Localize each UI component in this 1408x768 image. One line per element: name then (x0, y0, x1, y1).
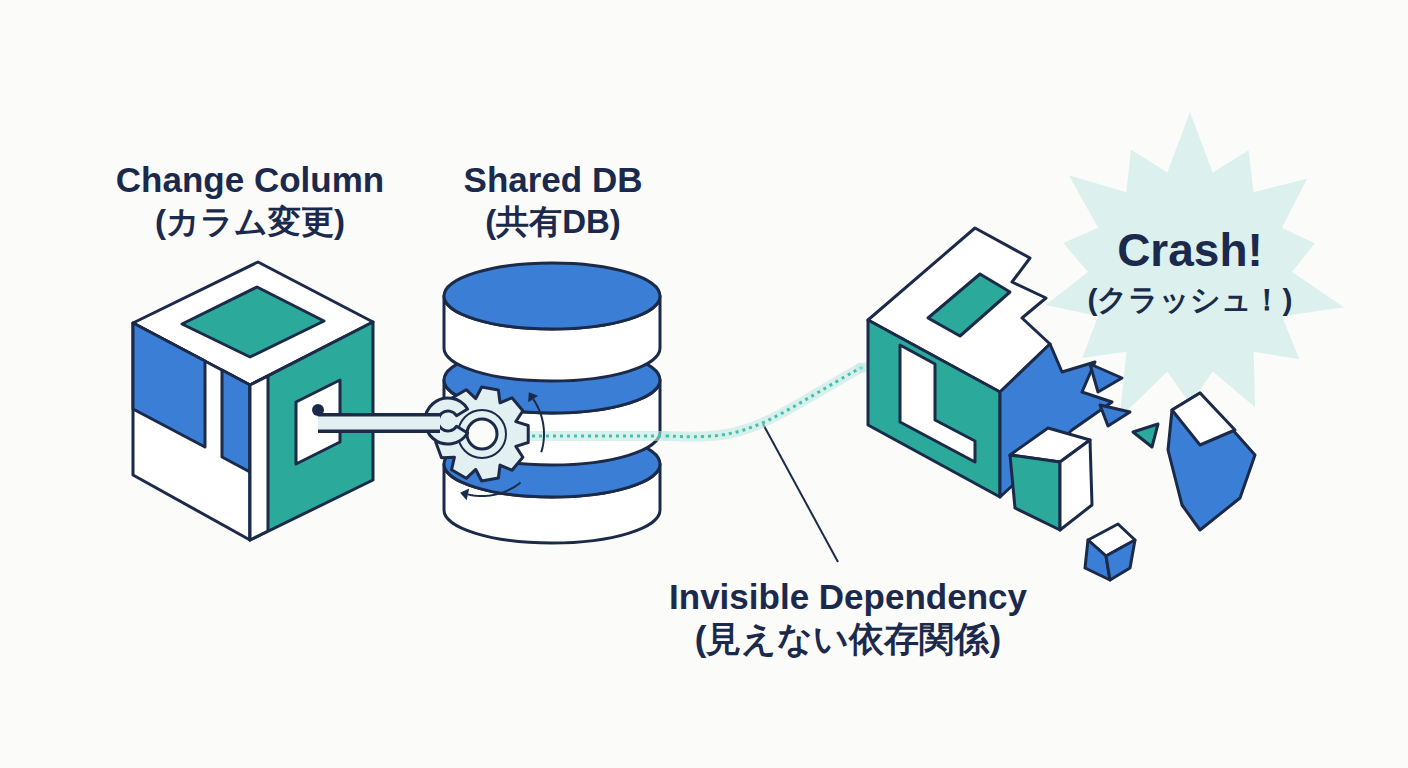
cube-right-strip (250, 376, 268, 540)
broken-cube-left (868, 320, 1000, 497)
node-subheading: (共有DB) (440, 201, 666, 243)
crash-node: Crash!(クラッシュ！) (860, 110, 1300, 590)
db-disk-top (444, 263, 660, 329)
wrench-handle (400, 413, 440, 433)
node-subheading: (カラム変更) (100, 201, 400, 243)
debris-front (1010, 455, 1060, 530)
gear-hole (467, 419, 497, 449)
debris-small-side (1106, 540, 1135, 580)
connector-group (666, 368, 860, 437)
connector-group (400, 423, 440, 424)
node-shape (860, 110, 1300, 590)
shard (1133, 424, 1158, 447)
node-heading: Change Column (100, 159, 400, 201)
cube-left-block (133, 323, 205, 447)
wrench-handle-fill (400, 417, 440, 430)
leader-line (763, 424, 838, 562)
node-heading: Crash! (1020, 223, 1360, 277)
cube-left-face (133, 323, 250, 540)
node-illustration (860, 112, 1344, 580)
debris-side (1060, 440, 1092, 530)
node-subheading: (クラッシュ！) (1020, 280, 1360, 320)
cube-top-inlay (182, 287, 324, 357)
rotation-arrowhead (528, 392, 538, 402)
dependency-connector (666, 368, 860, 437)
keyhole (312, 404, 324, 416)
shard (1090, 364, 1122, 392)
wrench-handle-outline (318, 413, 400, 433)
rotation-arrowhead (460, 489, 469, 501)
rotation-arrow (533, 399, 544, 452)
cube-left-block (222, 370, 250, 472)
rotation-arrow (468, 483, 521, 496)
wrench-jaw (425, 398, 468, 444)
cube-node: Change Column(カラム変更) (100, 159, 400, 549)
database-node: Shared DB(共有DB) (440, 159, 666, 549)
broken-cube-top-inlay (928, 274, 1010, 336)
connector-label: Invisible Dependency (見えない依存関係) (658, 576, 1038, 660)
debris-chunk (1168, 393, 1255, 530)
node-heading: Shared DB (440, 159, 666, 201)
node-illustration (133, 262, 400, 540)
shard (1100, 405, 1130, 426)
broken-cube-left-inlay (900, 345, 975, 462)
dependency-glow (666, 368, 860, 437)
debris-chunk-top (1172, 393, 1235, 445)
node-illustration (425, 263, 666, 543)
wrench-handle-fill (318, 417, 400, 430)
